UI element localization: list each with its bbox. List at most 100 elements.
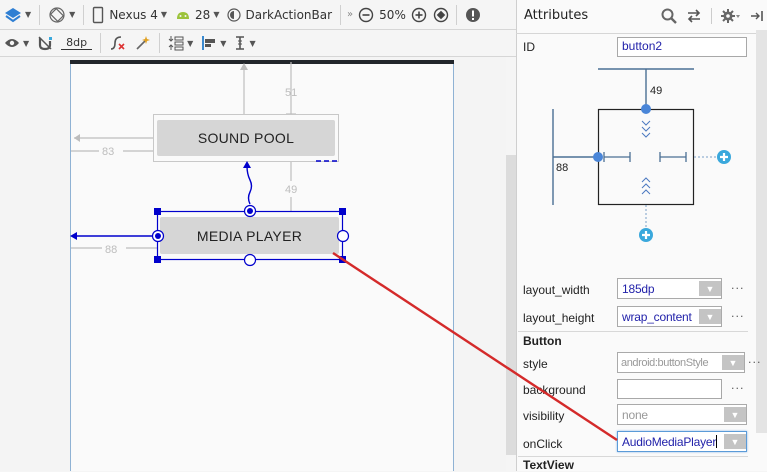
orientation-button[interactable]: ▼ bbox=[44, 0, 79, 29]
api-level: 28 bbox=[195, 7, 211, 22]
gear-icon[interactable] bbox=[721, 9, 741, 23]
align-button[interactable]: ▼ bbox=[197, 30, 230, 56]
top-toolbar: ▼ ▼ Nexus 4 ▼ 28 ▼ DarkActionBar » 50% bbox=[0, 0, 516, 30]
vertical-wrap-icon bbox=[641, 120, 651, 195]
warnings-button[interactable] bbox=[461, 0, 485, 29]
layout-width-dropdown[interactable]: 185dp▼ bbox=[617, 278, 722, 299]
infer-constraints-button[interactable] bbox=[131, 30, 155, 56]
onclick-label: onClick bbox=[523, 437, 563, 451]
style-label: style bbox=[523, 357, 548, 371]
id-input[interactable]: button2 bbox=[617, 37, 747, 57]
layers-icon bbox=[5, 7, 21, 22]
sound-pool-left-margin: 83 bbox=[102, 146, 114, 158]
more-button[interactable]: ··· bbox=[731, 282, 745, 295]
onclick-value[interactable]: AudioMediaPlayer bbox=[622, 434, 717, 449]
chevron-down-icon: ▼ bbox=[699, 309, 721, 324]
layout-toolbar: ▼ 8dp ▼ ▼ ▼ bbox=[0, 30, 516, 57]
guideline-icon bbox=[236, 36, 245, 50]
divider bbox=[455, 4, 457, 25]
resize-handle bbox=[154, 208, 161, 215]
divider bbox=[100, 33, 102, 53]
visibility-dropdown[interactable]: none▼ bbox=[617, 404, 747, 425]
widget-top-margin: 49 bbox=[650, 85, 662, 97]
sound-pool-top-margin: 51 bbox=[285, 87, 297, 99]
android-icon bbox=[177, 11, 190, 19]
magnet-off-icon bbox=[38, 36, 53, 51]
layout-height-value: wrap_content bbox=[622, 309, 692, 324]
zoom-out-button[interactable] bbox=[355, 0, 377, 29]
eye-icon bbox=[5, 39, 19, 47]
section-button: Button bbox=[523, 334, 562, 348]
top-constraint-handle[interactable] bbox=[641, 104, 651, 114]
resize-handle bbox=[339, 256, 346, 263]
search-icon[interactable] bbox=[661, 8, 677, 24]
clear-constraints-icon bbox=[111, 36, 125, 50]
more-button[interactable]: ··· bbox=[748, 356, 762, 369]
default-margin-button[interactable]: 8dp bbox=[57, 30, 96, 56]
zoom-in-button[interactable] bbox=[408, 0, 430, 29]
clear-constraints-button[interactable] bbox=[105, 30, 131, 56]
zoom-fit-icon bbox=[433, 7, 449, 22]
status-bar bbox=[70, 60, 454, 64]
view-options-button[interactable]: ▼ bbox=[0, 30, 33, 56]
chevron-down-icon: ▼ bbox=[25, 10, 32, 19]
zoom-level: 50% bbox=[379, 7, 406, 22]
autoconnect-toggle[interactable] bbox=[33, 30, 57, 56]
chevron-down-icon: ▼ bbox=[160, 10, 168, 19]
theme-selector[interactable]: DarkActionBar bbox=[223, 0, 336, 29]
panel-title: Attributes bbox=[524, 8, 589, 23]
bottom-anchor bbox=[243, 253, 257, 267]
add-bottom-constraint-icon[interactable] bbox=[639, 228, 653, 242]
device-selector[interactable]: Nexus 4 ▼ bbox=[88, 0, 171, 29]
zoom-in-icon bbox=[411, 7, 427, 22]
divider bbox=[340, 4, 342, 25]
sound-pool-button[interactable]: SOUND POOL bbox=[157, 120, 335, 156]
panel-scrollbar[interactable] bbox=[756, 30, 767, 433]
api-level-selector[interactable]: 28 ▼ bbox=[171, 0, 223, 29]
theme-icon bbox=[227, 7, 242, 22]
style-value: android:buttonStyle bbox=[621, 356, 709, 369]
chevron-down-icon: ▼ bbox=[213, 10, 220, 19]
chevron-down-icon: ▼ bbox=[724, 407, 746, 422]
onclick-dropdown[interactable]: AudioMediaPlayer ▼ bbox=[617, 431, 747, 452]
more-button[interactable]: » bbox=[347, 9, 354, 20]
chevron-down-icon: ▼ bbox=[724, 434, 746, 449]
selection-box bbox=[156, 210, 344, 261]
design-surface-button[interactable]: ▼ bbox=[0, 0, 35, 29]
resize-handle bbox=[339, 208, 346, 215]
more-button[interactable]: ··· bbox=[731, 310, 745, 323]
left-constraint-handle[interactable] bbox=[593, 152, 603, 162]
background-input[interactable] bbox=[617, 379, 722, 399]
chevron-down-icon: ▼ bbox=[722, 355, 744, 370]
style-dropdown[interactable]: android:buttonStyle ▼ bbox=[617, 352, 745, 373]
chevron-down-icon: ▼ bbox=[249, 38, 256, 48]
device-name: Nexus 4 bbox=[109, 7, 158, 22]
text-cursor bbox=[716, 435, 718, 448]
hide-panel-icon[interactable] bbox=[750, 9, 764, 23]
divider bbox=[39, 4, 41, 25]
pack-button[interactable]: ▼ bbox=[164, 30, 197, 56]
swap-icon[interactable] bbox=[686, 9, 702, 23]
magic-wand-icon bbox=[136, 36, 151, 50]
media-player-button[interactable]: MEDIA PLAYER bbox=[160, 217, 339, 254]
resize-handle bbox=[154, 256, 161, 263]
guidelines-button[interactable]: ▼ bbox=[230, 30, 259, 56]
theme-name: DarkActionBar bbox=[245, 7, 333, 22]
chevron-down-icon: ▼ bbox=[69, 10, 76, 19]
rotate-icon bbox=[49, 6, 65, 23]
more-button[interactable]: ··· bbox=[731, 382, 745, 395]
zoom-fit-button[interactable] bbox=[430, 0, 452, 29]
background-label: background bbox=[523, 383, 586, 397]
constraint-widget: 49 88 bbox=[552, 68, 731, 242]
widget-left-margin: 88 bbox=[556, 162, 568, 174]
arrow-up-icon bbox=[240, 63, 248, 70]
chevron-down-icon: ▼ bbox=[187, 38, 194, 48]
layout-height-dropdown[interactable]: wrap_content ▼ bbox=[617, 306, 722, 327]
divider bbox=[83, 4, 85, 25]
add-right-constraint-icon[interactable] bbox=[717, 150, 731, 164]
visibility-label: visibility bbox=[523, 409, 565, 423]
chevron-down-icon: ▼ bbox=[220, 38, 227, 48]
media-player-top-margin: 49 bbox=[285, 184, 297, 196]
